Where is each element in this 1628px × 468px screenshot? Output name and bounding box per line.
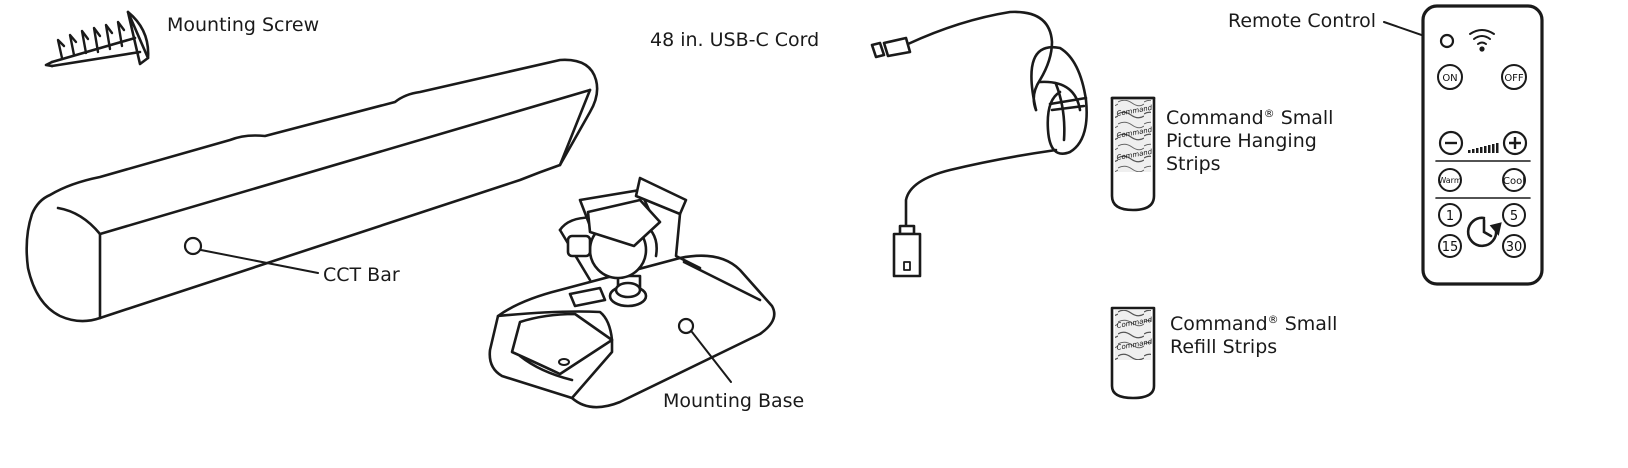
remote-warm-button-label: Warm (1438, 176, 1461, 185)
label-command-refill-strips: Command® Small Refill Strips (1170, 313, 1338, 358)
label-command-hanging-strips: Command® Small Picture Hanging Strips (1166, 107, 1334, 175)
label-refill-strips-text: Refill Strips (1170, 336, 1278, 358)
label-mounting-screw: Mounting Screw (167, 14, 320, 36)
command-brand-text: Command (1166, 107, 1264, 129)
label-small-text: Small (1274, 107, 1334, 129)
command-hanging-strips (1110, 96, 1156, 212)
clock-timer-icon (1466, 216, 1502, 248)
mounting-base (488, 176, 776, 409)
label-small-text: Small (1278, 313, 1338, 335)
mounting-screw (44, 10, 150, 68)
cct-bar (25, 58, 599, 323)
label-cct-bar: CCT Bar (323, 264, 400, 286)
remote-timer-30-label: 30 (1506, 240, 1523, 255)
remote-timer-5-label: 5 (1510, 209, 1518, 224)
label-mounting-base: Mounting Base (663, 390, 805, 412)
label-strips-text: Strips (1166, 153, 1221, 175)
command-refill-strips (1110, 306, 1156, 400)
remote-off-button-label: OFF (1504, 73, 1524, 84)
usb-c-cord (870, 10, 1088, 278)
wifi-icon (1469, 29, 1495, 52)
remote-timer-1-label: 1 (1446, 209, 1454, 224)
remote-timer-15-label: 15 (1442, 240, 1459, 255)
remote-control (1421, 4, 1544, 286)
label-remote-control: Remote Control (1228, 10, 1377, 32)
label-usb-c-cord: 48 in. USB-C Cord (650, 29, 820, 51)
remote-on-button-label: ON (1442, 73, 1457, 84)
brightness-bars-icon (1468, 143, 1499, 153)
label-picture-hanging-text: Picture Hanging (1166, 130, 1317, 152)
remote-cool-button-label: Cool (1503, 176, 1525, 187)
plus-icon (1509, 137, 1521, 149)
command-brand-text: Command (1170, 313, 1268, 335)
